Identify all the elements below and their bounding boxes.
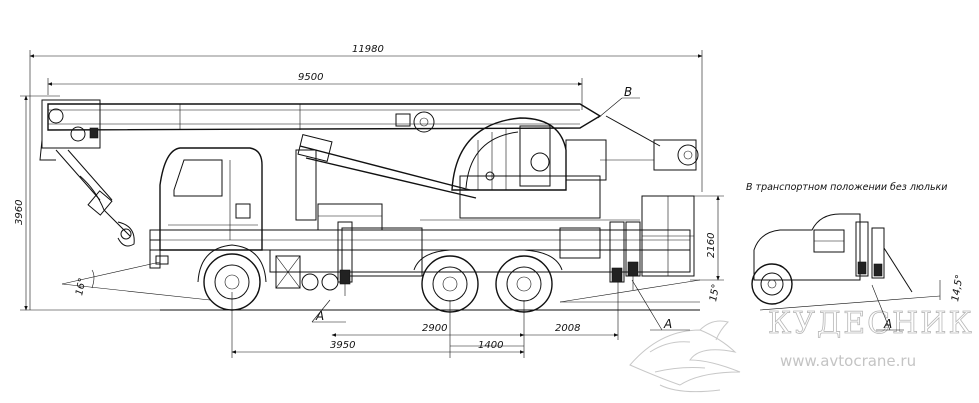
dim-axle-spacing-2: 1400 <box>478 340 503 351</box>
rear-fender <box>413 249 563 271</box>
front-outrigger <box>337 221 353 296</box>
dim-overall-length: 11980 <box>352 44 384 55</box>
chassis-frame <box>149 219 691 277</box>
hook-assembly <box>55 149 135 247</box>
angle-marks: 16° 15° <box>61 261 722 303</box>
dim-overall-height: 3960 <box>14 200 25 225</box>
outrigger-height-dimension: 2160 <box>690 195 724 281</box>
front-wheel <box>197 244 267 311</box>
transport-note: В транспортном положении без люльки <box>746 182 947 193</box>
superstructure <box>451 117 607 219</box>
rear-equipment <box>641 195 695 277</box>
winch-drum <box>600 115 699 171</box>
spare-wheel-1 <box>301 273 319 291</box>
watermark-eagle-emblem <box>629 320 741 393</box>
truck-cab <box>149 147 263 269</box>
watermark: КУДЕСНИК www.avtocrane.ru <box>629 306 974 393</box>
operator-cabin <box>295 149 383 231</box>
telescopic-boom <box>47 103 602 133</box>
angle-front: 16° <box>74 277 88 297</box>
dim-outrigger-height: 2160 <box>706 233 717 258</box>
rear-wheel-2 <box>495 255 553 313</box>
boom-head <box>39 99 101 161</box>
height-dimension: 3960 <box>14 95 230 311</box>
top-dimensions: 11980 9500 <box>29 44 703 310</box>
transport-side-view: 14,5° <box>751 213 966 311</box>
dim-rear-overhang: 2008 <box>555 323 580 334</box>
fuel-tank <box>275 255 301 289</box>
crane-truck <box>39 99 699 313</box>
bottom-dimensions: 3950 1400 2900 2008 <box>231 280 619 358</box>
dim-boom-length: 9500 <box>298 72 323 83</box>
view-labels: A A A B <box>311 85 904 331</box>
rear-wheel-1 <box>421 255 479 313</box>
rear-outrigger <box>609 221 641 290</box>
spare-wheel-2 <box>321 273 339 291</box>
view-a-label-1: A <box>315 309 324 323</box>
dim-front-to-axle: 3950 <box>330 340 355 351</box>
lift-cylinder <box>297 134 477 199</box>
angle-rear: 15° <box>708 283 722 302</box>
view-b-label: B <box>624 85 632 99</box>
watermark-url: www.avtocrane.ru <box>780 352 916 370</box>
view-a-label-3: A <box>883 317 892 331</box>
angle-rear-right: 14,5° <box>950 274 966 303</box>
view-a-label-2: A <box>663 317 672 331</box>
dim-axle-spacing-1: 2900 <box>422 323 447 334</box>
watermark-logo-text: КУДЕСНИК <box>768 306 974 341</box>
